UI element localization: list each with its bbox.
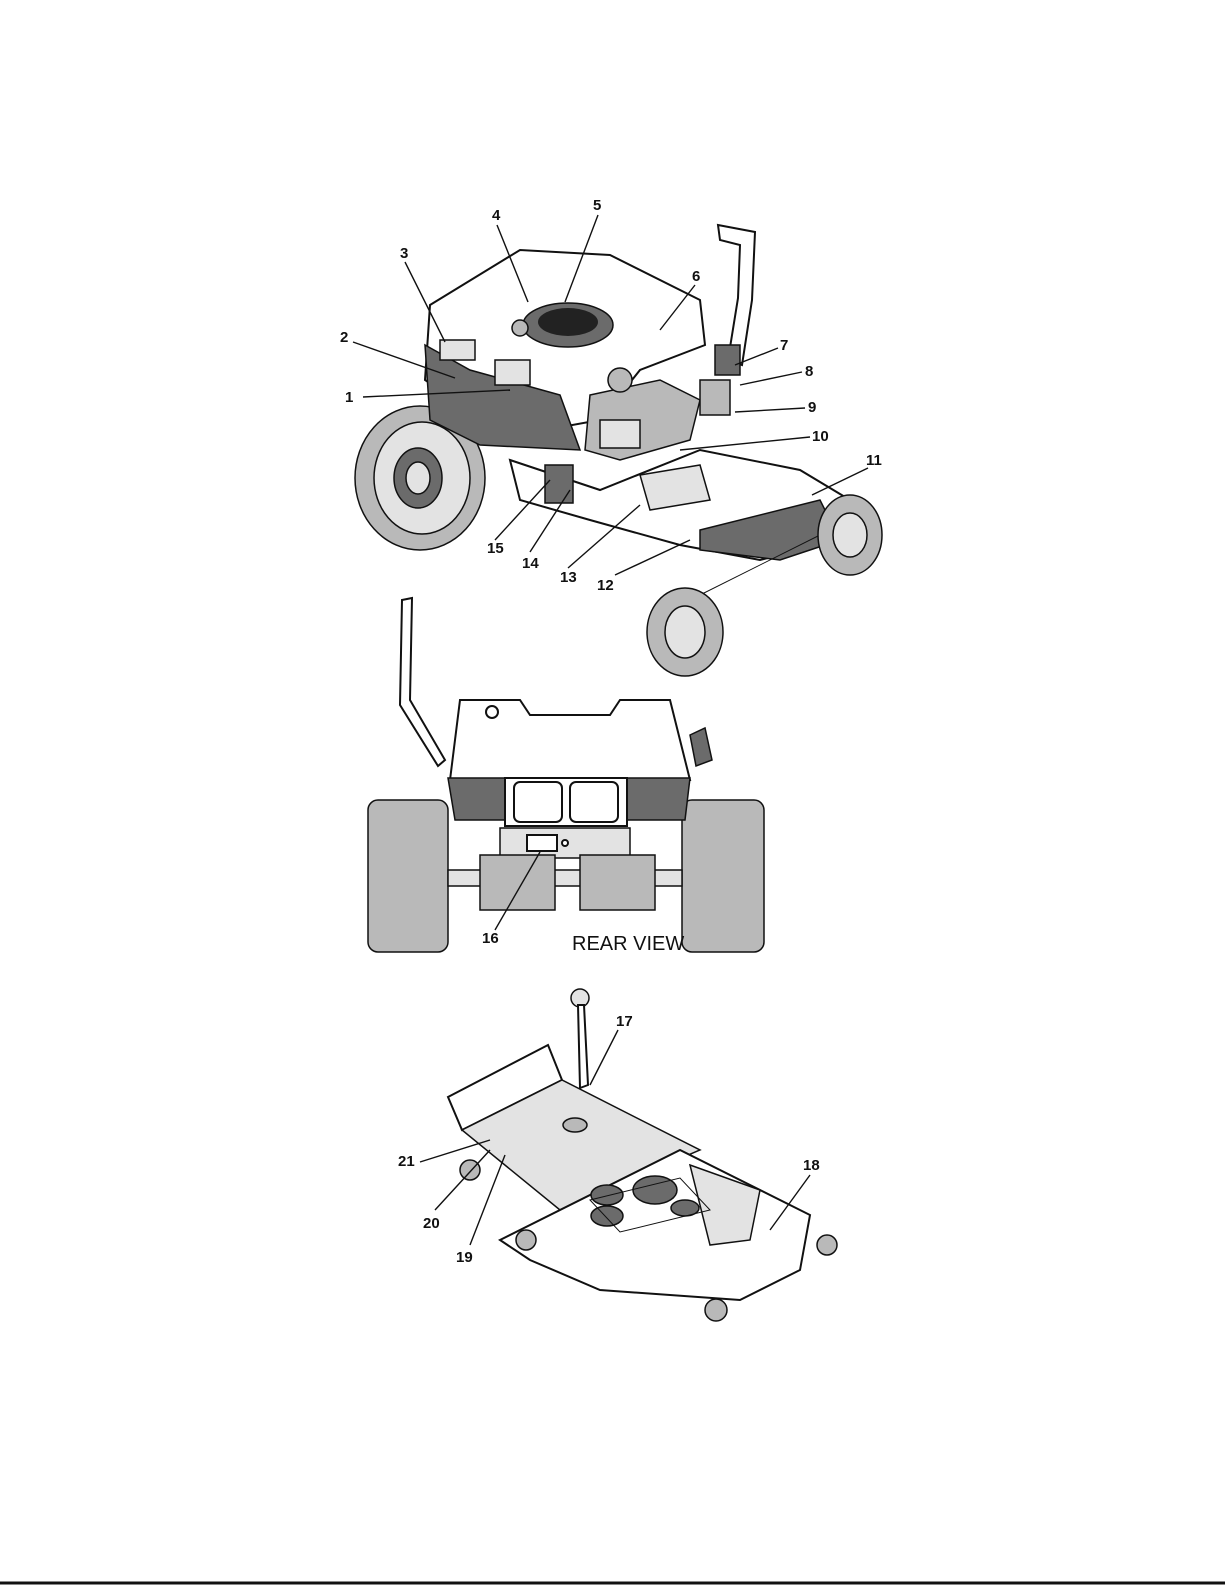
callout-16: 16 xyxy=(482,930,499,947)
callout-10: 10 xyxy=(812,428,829,445)
callout-3: 3 xyxy=(400,245,408,262)
callout-14: 14 xyxy=(522,555,539,572)
rear-view-caption: REAR VIEW xyxy=(572,933,684,955)
callout-17: 17 xyxy=(616,1013,633,1030)
deck-view: 17 18 19 20 21 xyxy=(398,989,837,1321)
callout-20: 20 xyxy=(423,1215,440,1232)
callout-11: 11 xyxy=(866,452,882,469)
callout-4: 4 xyxy=(492,207,501,224)
callout-21: 21 xyxy=(398,1153,415,1170)
callout-18: 18 xyxy=(803,1157,820,1174)
callout-1: 1 xyxy=(345,389,353,406)
mower-iso-view: 1 2 3 4 5 6 7 8 9 10 11 12 13 14 15 xyxy=(340,197,882,676)
callout-9: 9 xyxy=(808,399,816,416)
callout-8: 8 xyxy=(805,363,813,380)
callout-13: 13 xyxy=(560,569,577,586)
callout-2: 2 xyxy=(340,329,348,346)
callout-15: 15 xyxy=(487,540,504,557)
callout-6: 6 xyxy=(692,268,700,285)
callout-7: 7 xyxy=(780,337,788,354)
callout-12: 12 xyxy=(597,577,614,594)
callout-19: 19 xyxy=(456,1249,473,1266)
callout-5: 5 xyxy=(593,197,601,214)
